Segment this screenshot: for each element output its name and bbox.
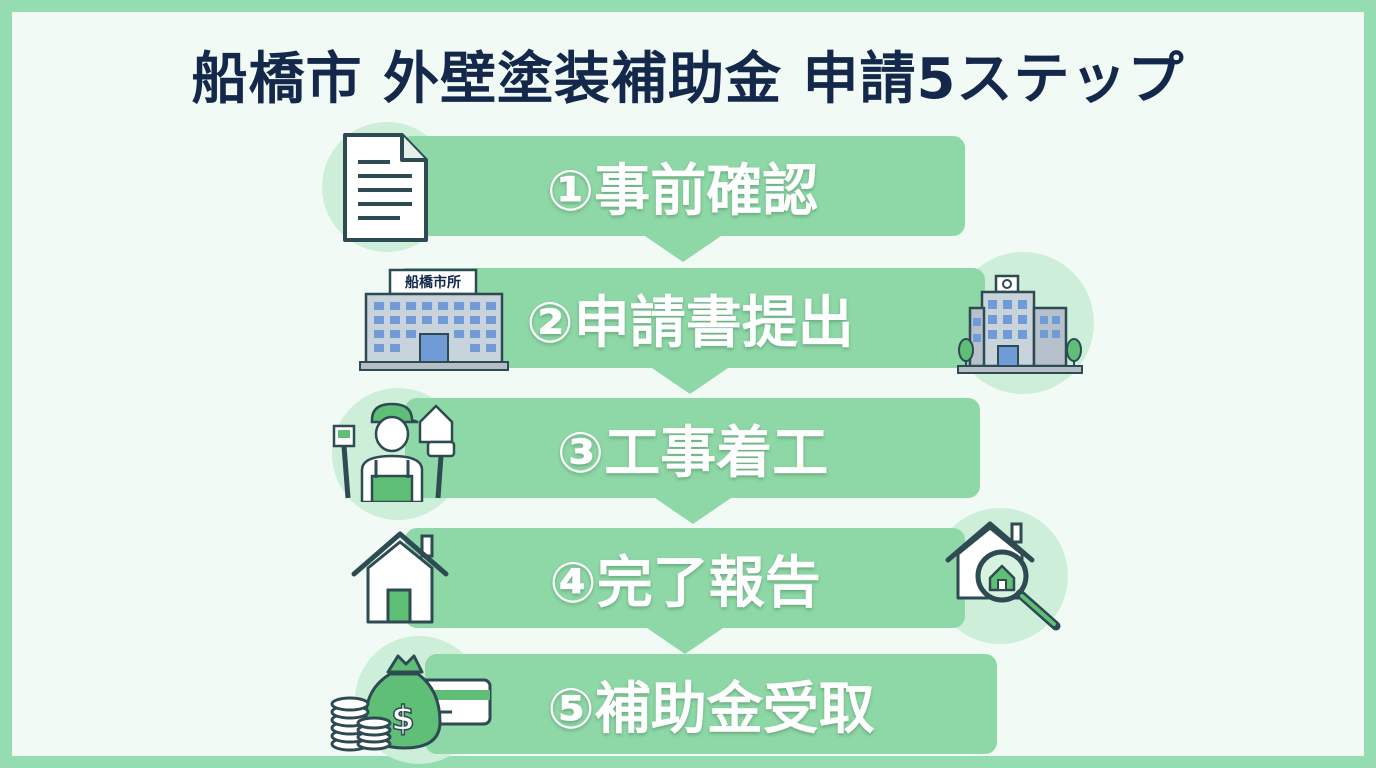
step-4-arrow xyxy=(647,628,723,654)
step-4-label: ④完了報告 xyxy=(549,550,821,616)
step-3-banner: ③工事着工 xyxy=(405,398,980,524)
svg-text:$: $ xyxy=(391,699,415,739)
city-hall-icon xyxy=(359,268,509,371)
step-3-label: ③工事着工 xyxy=(556,420,829,486)
house-inspection-icon xyxy=(945,521,1061,631)
money-bag-coins-card-icon: $ xyxy=(330,654,492,752)
step-2-label: ②申請書提出 xyxy=(526,290,854,356)
step-1-label: ①事前確認 xyxy=(546,158,819,224)
step-2-arrow xyxy=(652,368,728,394)
page-title: 船橋市 外壁塗装補助金 申請5ステップ xyxy=(191,47,1185,112)
step-1-banner: ①事前確認 xyxy=(400,136,965,262)
step-4-banner: ④完了報告 xyxy=(405,528,965,654)
building-sign: 船橋市所 xyxy=(405,275,461,291)
painter-worker-icon xyxy=(332,402,456,502)
step-5-banner: ⑤補助金受取 xyxy=(425,654,997,754)
step-1-arrow xyxy=(644,236,721,262)
step-3-arrow xyxy=(654,498,731,524)
document-icon xyxy=(343,133,428,242)
house-icon xyxy=(351,531,449,624)
office-building-icon xyxy=(957,274,1083,374)
step-5-label: ⑤補助金受取 xyxy=(547,676,875,742)
